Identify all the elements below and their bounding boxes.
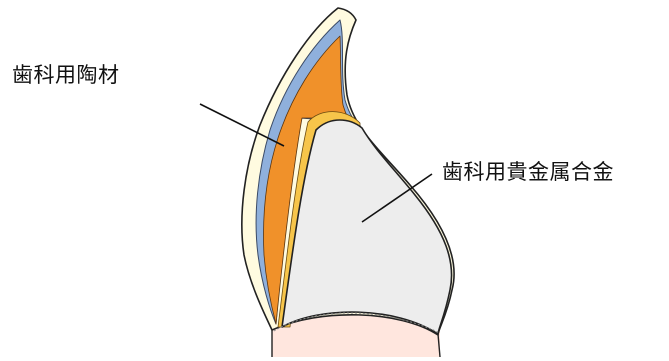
label-dental-porcelain: 歯科用陶材 xyxy=(12,65,120,86)
label-dental-precious-alloy: 歯科用貴金属合金 xyxy=(442,162,614,183)
